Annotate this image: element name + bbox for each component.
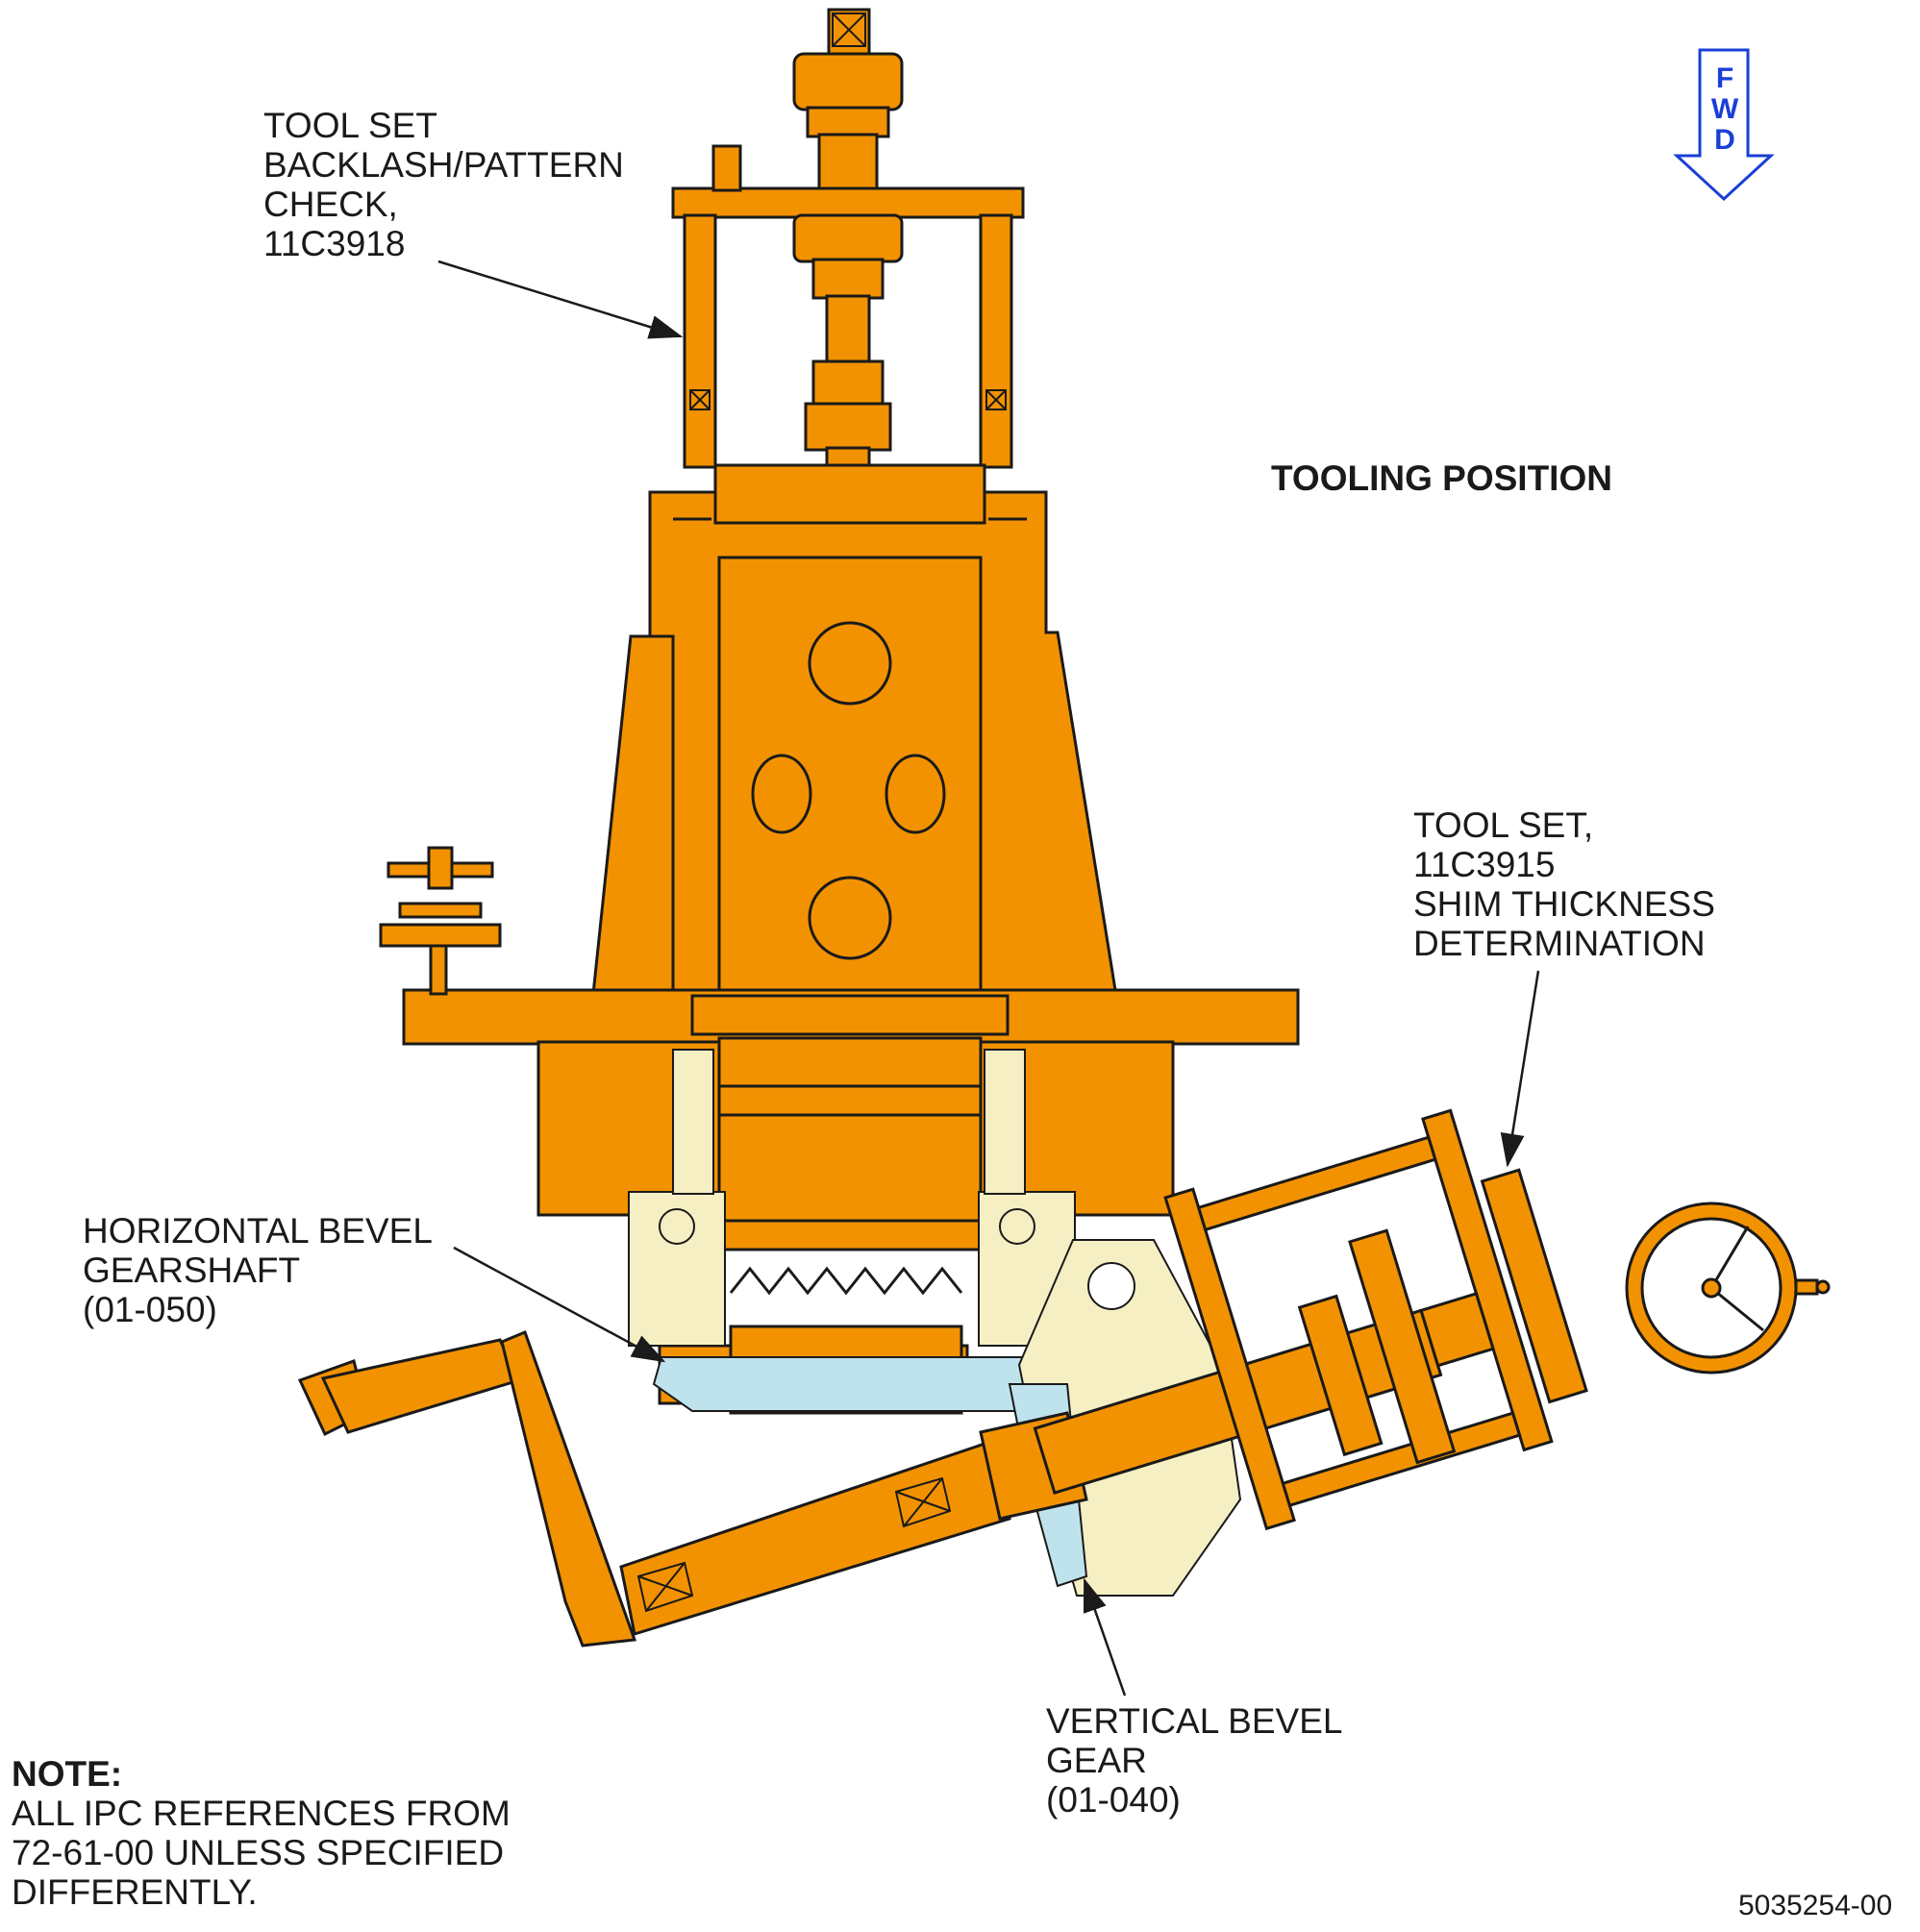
label-shim-tool-set: TOOL SET, 11C3915 SHIM THICKNESS DETERMI…	[1413, 805, 1715, 963]
label-line: 11C3915	[1413, 845, 1556, 884]
fwd-letter-d: D	[1714, 124, 1735, 156]
label-backlash-tool-set: TOOL SET BACKLASH/PATTERN CHECK, 11C3918	[263, 106, 624, 263]
label-line: DETERMINATION	[1413, 924, 1706, 963]
figure-code: 5035254-00	[1738, 1890, 1893, 1921]
note-line: 72-61-00 UNLESS SPECIFIED	[12, 1833, 505, 1872]
label-line: TOOL SET	[263, 106, 437, 145]
note-title: NOTE:	[12, 1754, 123, 1794]
fwd-arrow	[1673, 48, 1775, 202]
bearing-parts	[628, 1049, 1076, 1412]
label-line: HORIZONTAL BEVEL	[83, 1211, 433, 1251]
housing-details	[673, 517, 1027, 1296]
label-line: BACKLASH/PATTERN	[263, 145, 624, 185]
backlash-tool	[671, 8, 1025, 473]
label-line: TOOL SET,	[1413, 805, 1594, 845]
fwd-letter-w: W	[1710, 93, 1739, 125]
label-line: GEAR	[1046, 1741, 1147, 1780]
label-line: (01-050)	[83, 1290, 217, 1329]
tooling-position-title: TOOLING POSITION	[1271, 458, 1612, 498]
label-vertical-bevel-gear: VERTICAL BEVEL GEAR (01-040)	[1046, 1701, 1342, 1820]
label-line: SHIM THICKNESS	[1413, 884, 1715, 924]
note-line: DIFFERENTLY.	[12, 1872, 258, 1912]
label-line: (01-040)	[1046, 1780, 1181, 1820]
crank-marks	[636, 1476, 952, 1613]
fwd-arrow-label: F W D	[1710, 63, 1739, 156]
dial-indicator	[1625, 1201, 1831, 1375]
main-housing	[402, 463, 1300, 1415]
shim-tool	[1033, 1108, 1588, 1531]
note-line: ALL IPC REFERENCES FROM	[12, 1794, 511, 1833]
label-line: 11C3918	[263, 224, 406, 263]
leader-lines	[437, 260, 1540, 1697]
label-line: CHECK,	[263, 185, 398, 224]
fwd-letter-f: F	[1715, 62, 1734, 94]
backlash-tool-marks	[689, 12, 1007, 410]
label-line: GEARSHAFT	[83, 1251, 301, 1290]
label-horizontal-bevel-gearshaft: HORIZONTAL BEVEL GEARSHAFT (01-050)	[83, 1211, 433, 1329]
label-line: VERTICAL BEVEL	[1046, 1701, 1343, 1741]
left-handle-tool	[379, 846, 502, 996]
note-block: NOTE: ALL IPC REFERENCES FROM 72-61-00 U…	[12, 1754, 511, 1912]
